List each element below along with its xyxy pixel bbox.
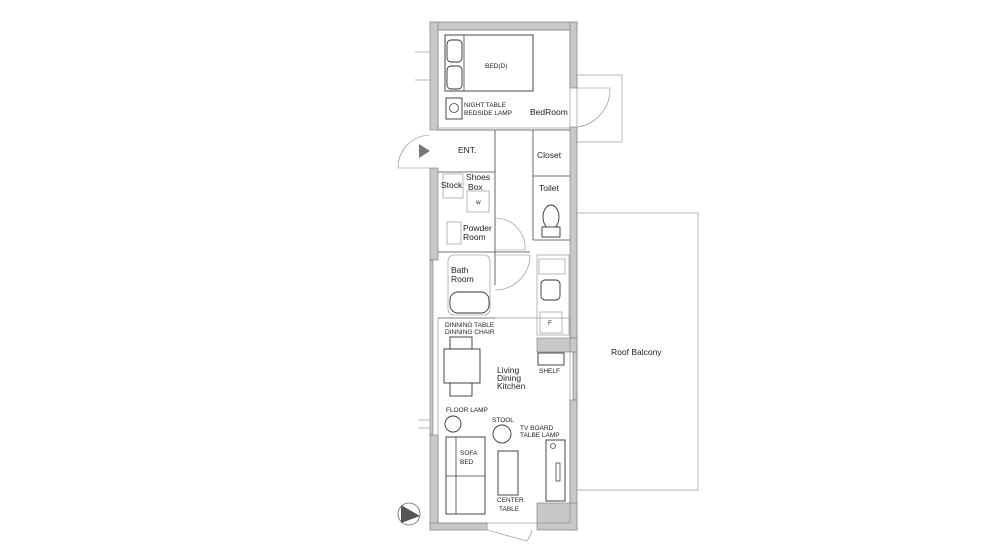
stove xyxy=(538,258,566,275)
wash-basin xyxy=(446,221,462,245)
table-lamp-label: TALBE LAMP xyxy=(520,432,560,439)
bathtub xyxy=(449,291,490,314)
walls xyxy=(429,21,578,531)
table-lamp xyxy=(550,443,556,449)
floor-lamp-label: FLOOR LAMP xyxy=(446,407,488,414)
entrance-arrow-icon xyxy=(419,144,430,158)
pillow xyxy=(446,65,463,90)
balcony-door[interactable] xyxy=(576,87,611,128)
tv xyxy=(555,462,561,482)
tv-board-label: TV BOARD xyxy=(520,425,554,432)
ldk-label: Living xyxy=(497,365,519,375)
bedside-lamp xyxy=(449,103,459,113)
shoes-box-label-2: Box xyxy=(468,182,483,192)
fridge-label: F xyxy=(548,320,552,327)
roof-balcony-label: Roof Balcony xyxy=(611,347,662,357)
sofa-bed xyxy=(445,436,486,515)
entrance-door[interactable] xyxy=(397,134,431,169)
floor-lamp xyxy=(444,415,462,433)
window-sills xyxy=(415,51,430,429)
pillow xyxy=(446,39,463,63)
sofa-bed-label-2: BED xyxy=(460,459,474,466)
bath-area xyxy=(447,254,491,316)
toilet-label: Toilet xyxy=(539,183,559,193)
entrance-label: ENT. xyxy=(458,145,476,155)
bedside-lamp-label: BEDSIDE LAMP xyxy=(464,110,512,117)
bath-room-label-2: Room xyxy=(451,274,474,284)
night-table xyxy=(445,97,463,120)
shoes-box-label: Shoes xyxy=(466,172,490,182)
ldk-label-2: Dining xyxy=(497,373,521,383)
center-table-label-2: TABLE xyxy=(499,506,520,513)
center-table xyxy=(497,450,519,496)
center-table-label: CENTER xyxy=(497,497,524,504)
ldk-label-3: Kitchen xyxy=(497,381,526,391)
bath-door[interactable] xyxy=(494,254,531,291)
stock-label: Stock xyxy=(441,180,463,190)
bedroom-balcony xyxy=(576,74,623,143)
shelf-label: SHELF xyxy=(539,368,560,375)
compass-icon xyxy=(397,502,421,526)
stool xyxy=(492,424,512,444)
powder-room-label-2: Room xyxy=(463,232,486,242)
toilet-tank xyxy=(541,226,561,238)
toilet-bowl xyxy=(542,204,560,230)
bed-label: BED(D) xyxy=(485,63,507,70)
dining-chair xyxy=(449,336,473,350)
washer xyxy=(466,190,490,213)
sofa-bed-label: SOFA xyxy=(460,450,478,457)
stock-shelf xyxy=(442,173,464,199)
shelf xyxy=(537,352,565,366)
stool-label: STOOL xyxy=(492,417,514,424)
washer-label: w xyxy=(475,199,481,206)
closet-label: Closet xyxy=(537,150,562,160)
dining-chair xyxy=(449,382,473,397)
sink xyxy=(540,279,561,301)
front-door[interactable] xyxy=(486,529,533,542)
tv-board xyxy=(545,439,566,502)
dining-table xyxy=(443,348,481,384)
partitions xyxy=(437,29,571,524)
dining-table-label: DINNING TABLE xyxy=(445,322,495,329)
bath-room-label: Bath xyxy=(451,265,469,275)
powder-room-label: Powder xyxy=(463,223,492,233)
bedroom-label: BedRoom xyxy=(530,107,568,117)
dining-chair-label: DINNING CHAIR xyxy=(445,329,495,336)
night-table-label: NIGHT TABLE xyxy=(464,102,507,109)
powder-door[interactable] xyxy=(494,217,526,251)
fridge xyxy=(539,311,563,334)
